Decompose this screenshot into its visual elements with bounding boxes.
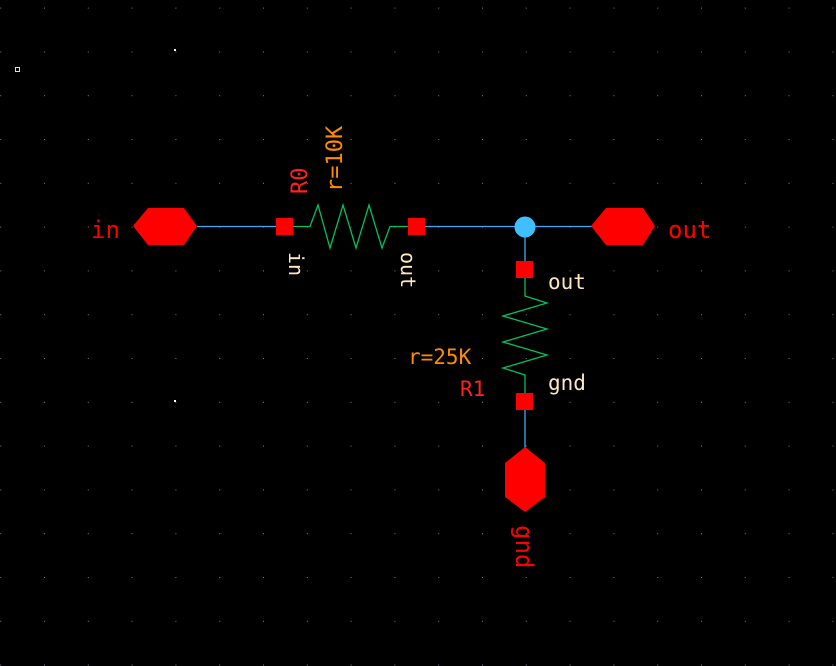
r1-term-label-out: out [548, 270, 586, 294]
r1-terminal-out[interactable] [516, 261, 533, 278]
resistor-r0-body [293, 202, 408, 251]
r1-param: r=25K [408, 345, 472, 369]
pin-out-label: out [668, 216, 711, 244]
resistor-r1[interactable]: out gnd r=25K R1 [408, 261, 586, 410]
r1-instance-name: R1 [460, 377, 485, 401]
r0-terminal-in[interactable] [276, 218, 293, 235]
grid-marker [174, 400, 176, 402]
r0-instance-name: R0 [288, 168, 313, 195]
resistor-r0[interactable]: R0 r=10K in out [276, 125, 425, 288]
r1-terminal-gnd[interactable] [516, 393, 533, 410]
r0-term-label-in: in [284, 252, 308, 276]
junction-dot [514, 216, 536, 238]
pin-gnd-label: gnd [510, 525, 538, 568]
r0-term-label-out: out [396, 252, 420, 288]
grid-marker [174, 49, 176, 51]
pin-gnd[interactable] [505, 447, 545, 512]
origin-marker [15, 67, 20, 72]
r0-param: r=10K [323, 125, 348, 192]
r0-terminal-out[interactable] [408, 218, 425, 235]
r1-term-label-gnd: gnd [548, 371, 586, 395]
resistor-r1-body [500, 278, 550, 393]
pin-in-label: in [91, 216, 120, 244]
pin-in[interactable] [133, 208, 197, 245]
pin-out[interactable] [591, 208, 655, 245]
